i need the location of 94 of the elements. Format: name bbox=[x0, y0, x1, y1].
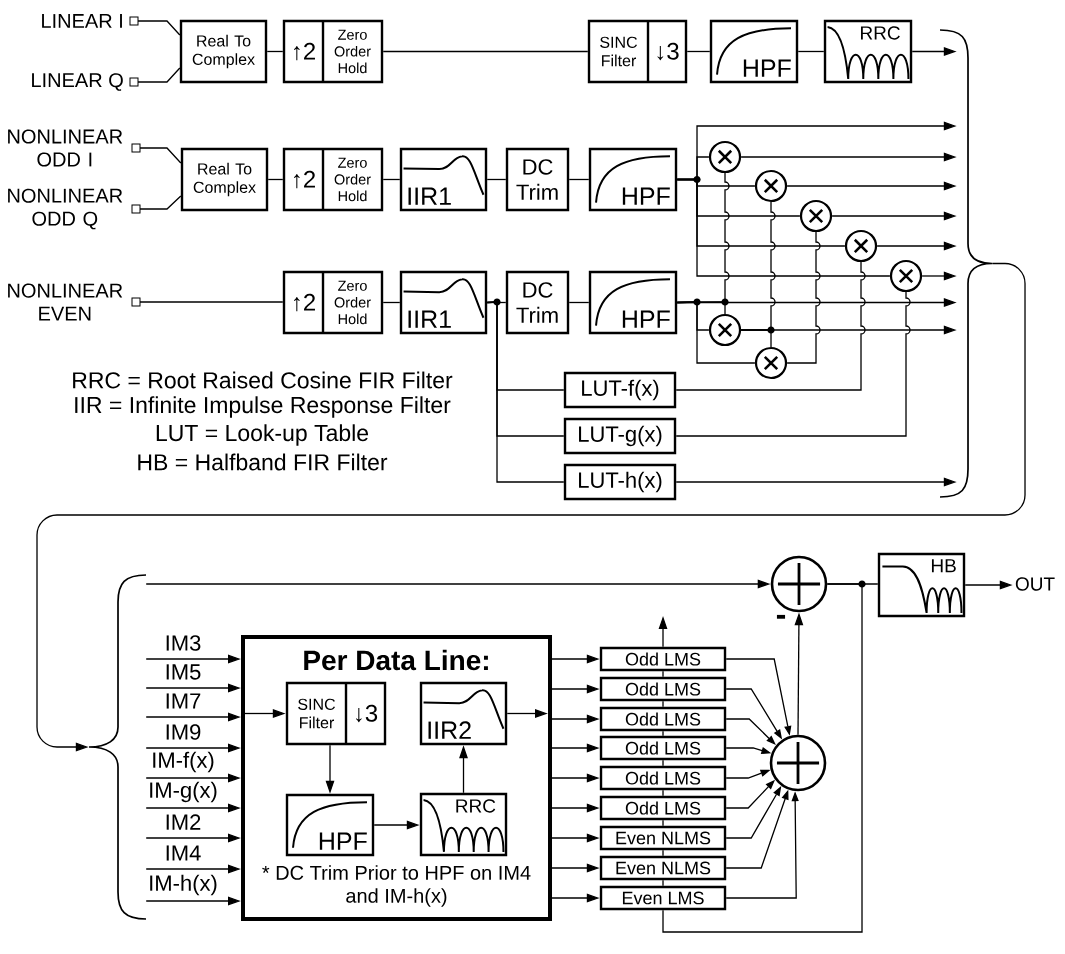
edge-label: IM2 bbox=[163, 813, 203, 831]
signal-line bbox=[662, 670, 664, 678]
process-box: DC Trim bbox=[505, 147, 570, 212]
input-label: NONLINEAR ODD I bbox=[8, 129, 123, 167]
output-label: OUT bbox=[1015, 577, 1055, 591]
process-box: Even NLMS bbox=[599, 855, 727, 881]
signal-line bbox=[382, 50, 589, 53]
filter-box: HPF bbox=[285, 793, 375, 857]
process-box: Real To Complex bbox=[179, 19, 268, 84]
signal-line bbox=[486, 301, 565, 483]
signal-line bbox=[675, 291, 911, 437]
signal-line bbox=[139, 301, 284, 303]
process-box: LUT-h(x) bbox=[563, 463, 677, 501]
multiplier-circle bbox=[889, 259, 923, 293]
signal-line bbox=[382, 301, 401, 304]
process-box: Odd LMS bbox=[599, 676, 727, 702]
process-box: Odd LMS bbox=[599, 795, 727, 821]
signal-line bbox=[786, 231, 821, 364]
edge-label: IM5 bbox=[163, 663, 203, 681]
signal-line bbox=[568, 178, 590, 181]
signal-line bbox=[568, 301, 590, 304]
multiplier-circle bbox=[844, 229, 878, 263]
edge-label: IM7 bbox=[163, 692, 203, 710]
process-box: DC Trim bbox=[505, 270, 570, 335]
summing-circle bbox=[769, 734, 827, 792]
multiplier-circle bbox=[708, 140, 742, 174]
process-box: Even LMS bbox=[599, 885, 727, 911]
process-box: Odd LMS bbox=[599, 706, 727, 732]
process-box: Odd LMS bbox=[599, 765, 727, 791]
signal-line bbox=[267, 178, 284, 181]
filter-box: RRC bbox=[419, 792, 508, 857]
signal-line bbox=[266, 50, 284, 53]
filter-box: HPF bbox=[588, 147, 678, 212]
minus-sign: - bbox=[776, 614, 786, 619]
signal-line bbox=[137, 67, 181, 83]
definition-text: RRC = Root Raised Cosine FIR Filter bbox=[73, 371, 453, 389]
filter-box: IIR2 bbox=[419, 681, 508, 746]
filter-box: RRC bbox=[823, 19, 913, 84]
edge-label: IM-h(x) bbox=[147, 873, 219, 897]
signal-line bbox=[662, 879, 664, 887]
signal-line bbox=[137, 20, 181, 36]
process-box: LUT-f(x) bbox=[563, 371, 677, 409]
definition-text: HB = Halfband FIR Filter bbox=[138, 453, 388, 471]
edge-label: IM-f(x) bbox=[150, 750, 216, 774]
signal-line bbox=[676, 301, 756, 364]
signal-line bbox=[662, 730, 664, 737]
process-box: Even NLMS bbox=[599, 825, 727, 851]
multiplier-circle bbox=[754, 346, 788, 380]
signal-line bbox=[139, 195, 182, 210]
signal-line bbox=[662, 819, 664, 827]
multiplier-circle bbox=[799, 199, 833, 233]
process-box: Odd LMS bbox=[599, 735, 727, 761]
process-box: SINC Filter ↓3 bbox=[285, 681, 387, 746]
signal-line bbox=[662, 789, 664, 797]
definition-text: LUT = Look-up Table bbox=[156, 424, 369, 446]
signal-line bbox=[662, 849, 664, 857]
filter-box: IIR1 bbox=[399, 270, 488, 335]
process-box: LUT-g(x) bbox=[563, 417, 677, 455]
process-box: Odd LMS bbox=[599, 646, 727, 672]
multiplier-circle bbox=[754, 169, 788, 203]
filter-box: HPF bbox=[709, 19, 799, 84]
signal-line bbox=[382, 178, 401, 181]
signal-line bbox=[797, 50, 825, 53]
filter-box: HPF bbox=[588, 270, 678, 335]
process-box: ↑2 Zero Order Hold bbox=[282, 270, 384, 335]
signal-line bbox=[662, 759, 664, 767]
signal-line bbox=[740, 329, 772, 348]
signal-line bbox=[139, 147, 182, 164]
arrow bbox=[36, 262, 1026, 752]
note-text: * DC Trim Prior to HPF on IM4 and IM-h(x) bbox=[262, 865, 531, 907]
process-box: SINC Filter ↓3 bbox=[587, 19, 688, 84]
edge-label: IM-g(x) bbox=[147, 780, 219, 804]
filter-box: HB bbox=[877, 552, 966, 618]
signal-line bbox=[676, 178, 891, 277]
input-label: LINEAR Q bbox=[32, 73, 123, 91]
signal-line bbox=[662, 583, 863, 933]
process-box: ↑2 Zero Order Hold bbox=[282, 147, 384, 212]
signal-line bbox=[662, 700, 664, 708]
filter-box: IIR1 bbox=[399, 147, 488, 212]
brace bbox=[939, 29, 993, 498]
input-label: NONLINEAR ODD Q bbox=[8, 188, 123, 230]
edge-label: IM9 bbox=[163, 723, 203, 741]
input-label: NONLINEAR EVEN bbox=[8, 283, 123, 321]
edge-label: IM4 bbox=[163, 844, 203, 862]
signal-line bbox=[686, 50, 711, 53]
process-box: ↑2 Zero Order Hold bbox=[282, 19, 384, 84]
arrow bbox=[725, 786, 782, 839]
definition-text: IIR = Infinite Impulse Response Filter bbox=[75, 396, 451, 418]
edge-label: IM3 bbox=[163, 634, 203, 652]
input-label: LINEAR I bbox=[42, 14, 122, 28]
signal-line bbox=[486, 178, 507, 181]
signal-line bbox=[675, 261, 866, 391]
process-box: Real To Complex bbox=[180, 147, 269, 212]
multiplier-circle bbox=[708, 313, 742, 347]
